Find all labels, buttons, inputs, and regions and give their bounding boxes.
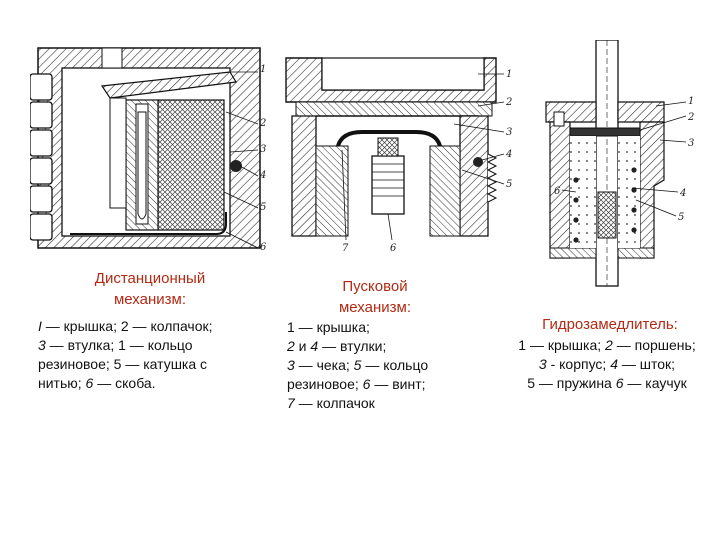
launch-mechanism-description: 1 — крышка; 2 и 4 — втулки;3 — чека; 5 —… — [287, 318, 477, 413]
callout-4: 4 — [505, 149, 512, 160]
italic-numeral: 6 — [362, 376, 371, 392]
italic-numeral: 4 — [610, 356, 618, 372]
description-line: 1 — крышка; 2 — поршень; — [496, 336, 718, 355]
remote-mechanism-description: I — крышка; 2 — колпачок;3 — втулка; 1 —… — [38, 317, 268, 393]
title-line: Гидрозамедлитель: — [542, 316, 678, 333]
italic-numeral: 7 — [287, 395, 295, 411]
description-text: 1 — крышка; — [518, 337, 606, 353]
title-line: Дистанционный — [94, 270, 206, 287]
description-text: — крышка; 2 — колпачок; — [41, 318, 213, 334]
description-text: — кольцо — [361, 357, 429, 373]
description-text: — винт; — [370, 376, 426, 392]
callout-2: 2 — [259, 118, 266, 129]
remote-mechanism-drawing: 1 2 3 4 5 6 — [30, 42, 270, 262]
description-text: — скоба. — [93, 375, 156, 391]
italic-numeral: 3 — [38, 337, 46, 353]
description-text: - корпус; — [546, 356, 611, 372]
title-line: механизм: — [338, 299, 412, 316]
title-line: механизм: — [113, 291, 187, 308]
hydro-retarder-drawing: 1 2 3 4 5 6 — [536, 40, 708, 290]
hydro-retarder-description: 1 — крышка; 2 — поршень;3 - корпус; 4 — … — [496, 336, 718, 393]
remote-mechanism-title: Дистанционный механизм: — [40, 268, 260, 310]
hydro-retarder-title: Гидрозамедлитель: — [500, 314, 720, 335]
description-line: I — крышка; 2 — колпачок; — [38, 317, 268, 336]
description-text: — шток; — [618, 356, 676, 372]
callout-3: 3 — [688, 138, 694, 149]
italic-numeral: 6 — [85, 375, 94, 391]
italic-numeral: I — [38, 318, 42, 334]
description-line: 7 — колпачок — [287, 394, 477, 413]
description-text: — втулки; — [318, 338, 387, 354]
italic-numeral: 2 — [605, 337, 613, 353]
callout-3: 3 — [260, 144, 266, 155]
italic-numeral: 3 — [538, 356, 547, 372]
description-text: — втулка; 1 — кольцо — [45, 337, 193, 353]
callout-4: 4 — [259, 170, 266, 181]
italic-numeral: 2 — [287, 338, 295, 354]
description-line: 5 — пружина 6 — каучук — [496, 374, 718, 393]
description-line: 3 — втулка; 1 — кольцо — [38, 336, 268, 355]
callout-1: 1 — [506, 69, 512, 80]
callout-2: 2 — [505, 97, 512, 108]
description-line: 3 - корпус; 4 — шток; — [496, 355, 718, 374]
description-text: — каучук — [623, 375, 687, 391]
description-text: — колпачок — [294, 395, 375, 411]
italic-numeral: 4 — [310, 338, 319, 354]
italic-numeral: 6 — [615, 375, 624, 391]
italic-numeral: 3 — [287, 357, 295, 373]
callout-6: 6 — [390, 243, 397, 254]
description-line: 2 и 4 — втулки; — [287, 337, 477, 356]
callout-1: 1 — [688, 96, 694, 107]
description-text: 1 — крышка; — [287, 319, 370, 335]
callout-7: 7 — [342, 243, 349, 254]
launch-mechanism-drawing: 1 2 3 4 5 6 7 — [282, 50, 522, 260]
description-line: 1 — крышка; — [287, 318, 477, 337]
description-line: 3 — чека; 5 — кольцо — [287, 356, 477, 375]
description-text: резиновое; — [287, 376, 363, 392]
description-text: нитью; — [38, 375, 86, 391]
callout-5: 5 — [506, 179, 512, 190]
callout-6: 6 — [260, 242, 267, 253]
description-text: 5 — пружина — [527, 375, 616, 391]
callout-1: 1 — [260, 64, 266, 75]
title-line: Пусковой — [342, 278, 408, 295]
description-text: резиновое; 5 — катушка с — [38, 356, 208, 372]
callout-3: 3 — [506, 127, 512, 138]
description-text: — поршень; — [612, 337, 696, 353]
description-text: — чека; — [294, 357, 354, 373]
description-line: резиновое; 6 — винт; — [287, 375, 477, 394]
description-line: нитью; 6 — скоба. — [38, 374, 268, 393]
description-text: и — [294, 338, 311, 354]
callout-5: 5 — [260, 202, 266, 213]
callout-2: 2 — [687, 112, 694, 123]
callout-5: 5 — [678, 212, 684, 223]
callout-6: 6 — [554, 186, 561, 197]
launch-mechanism-title: Пусковой механизм: — [290, 276, 460, 318]
callout-4: 4 — [679, 188, 686, 199]
italic-numeral: 5 — [353, 357, 362, 373]
description-line: резиновое; 5 — катушка с — [38, 355, 268, 374]
